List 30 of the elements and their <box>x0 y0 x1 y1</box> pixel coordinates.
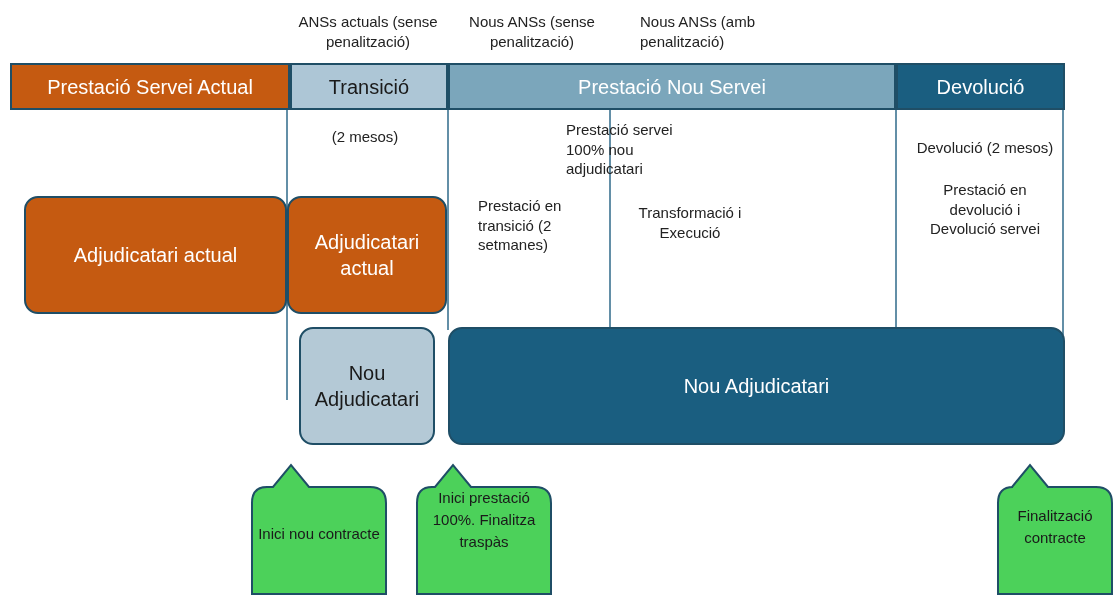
actor-box <box>24 196 287 314</box>
actor-name: Nou Adjudicatari <box>683 374 830 399</box>
phase-title: Transició <box>328 74 410 100</box>
sla-heading: Nous ANSs (amb penalització) <box>640 12 757 51</box>
phase-bar <box>290 63 448 110</box>
phase-note: Prestació en devolució i Devolució servei <box>928 180 1041 239</box>
phase-bar <box>448 63 896 110</box>
duration-note: (2 mesos) <box>330 127 400 147</box>
actor-box <box>287 196 447 314</box>
phase-title: Prestació Nou Servei <box>578 74 766 100</box>
milestone-callout <box>251 463 387 595</box>
sla-heading: ANSs actuals (sense penalització) <box>297 12 439 51</box>
actor-name: Adjudicatari actual <box>73 243 238 268</box>
callout-text: Inici nou contracte <box>257 524 381 544</box>
phase-bar <box>896 63 1065 110</box>
actor-box <box>448 327 1065 445</box>
sla-heading: Nous ANSs (sense penalització) <box>468 12 596 51</box>
phase-note: Prestació en transició (2 setmanes) <box>478 196 563 255</box>
phase-title: Devolució <box>936 74 1025 100</box>
callout-text: Inici prestació 100%. Finalitza traspàs <box>431 488 537 552</box>
phase-note: Devolució (2 mesos) <box>915 138 1055 158</box>
actor-box <box>299 327 435 445</box>
milestone-callout <box>416 463 552 595</box>
phase-bar <box>10 63 290 110</box>
phase-title: Prestació Servei Actual <box>47 74 253 100</box>
callout-text: Finalització contracte <box>1016 506 1094 548</box>
milestone-callout <box>997 463 1113 595</box>
actor-name: Nou Adjudicatari <box>314 361 420 412</box>
phase-note: Transformació i Execució <box>637 203 743 242</box>
actor-name: Adjudicatari actual <box>313 230 421 281</box>
